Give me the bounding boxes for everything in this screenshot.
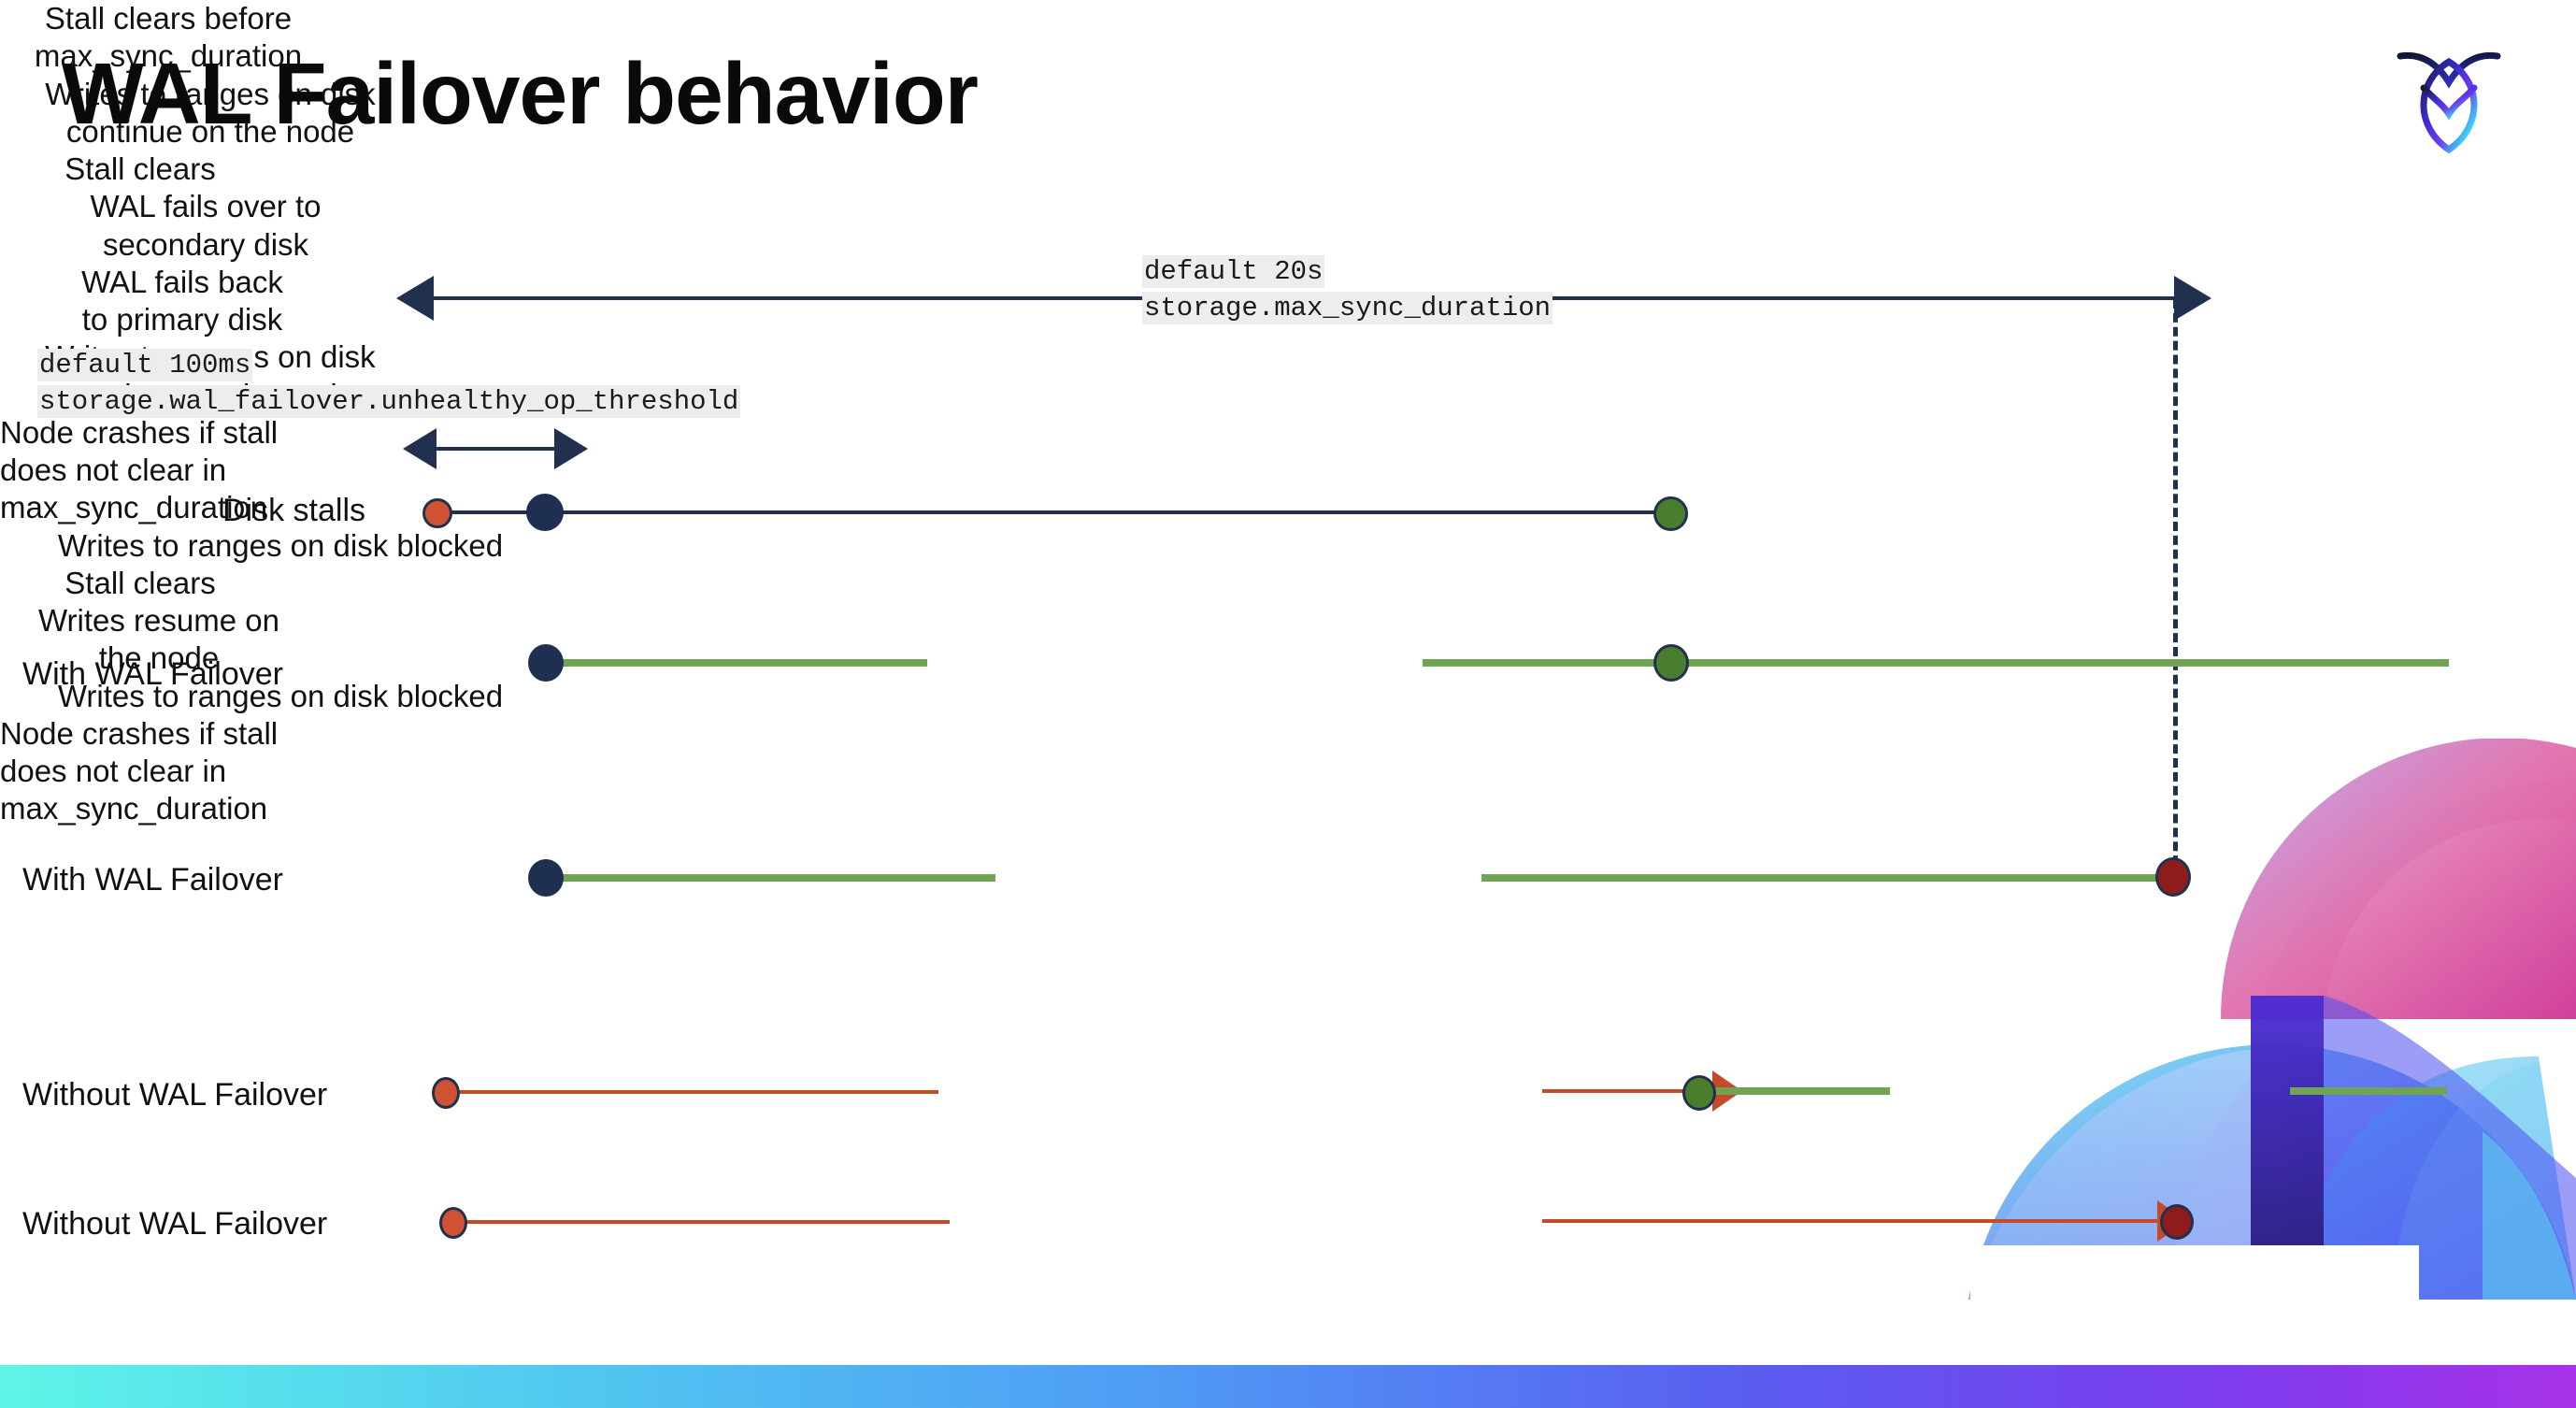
note-writes-blocked-2: Writes to ranges on disk blocked bbox=[0, 678, 561, 715]
note-node-crashes-1: Node crashes if stall does not clear in … bbox=[0, 414, 355, 527]
without-wal-crash-arrow bbox=[1542, 1200, 2187, 1242]
note-line-2: max_sync_duration bbox=[34, 38, 303, 74]
note-wal-fails-back: WAL fails back to primary disk bbox=[0, 264, 365, 339]
max-sync-dashed-guide bbox=[2173, 299, 2178, 879]
disk-stall-start-dot bbox=[422, 498, 452, 528]
without-wal-blocked-line-1 bbox=[456, 1090, 938, 1094]
wal-failover-start-dot-1 bbox=[528, 644, 564, 682]
note-line-1: WAL fails back bbox=[81, 264, 283, 299]
note-line-2: continue on the node bbox=[65, 113, 355, 149]
note-writes-blocked-1: Writes to ranges on disk blocked bbox=[0, 527, 561, 565]
disk-stalls-timeline bbox=[436, 510, 1669, 514]
note-line-1: Node crashes if stall bbox=[0, 715, 279, 751]
row-label-without-wal-failover-1: Without WAL Failover bbox=[22, 1077, 328, 1113]
note-line-1: Writes resume on bbox=[38, 603, 279, 638]
without-wal-stall-clears-dot-1 bbox=[1682, 1075, 1716, 1111]
wal-failover-stall-clears-dot-1 bbox=[1653, 644, 1689, 682]
without-wal-stall-start-dot-2 bbox=[439, 1207, 467, 1239]
note-writes-continue-1: Writes to ranges on disk continue on the… bbox=[0, 76, 421, 151]
page-title: WAL Failover behavior bbox=[62, 45, 979, 142]
without-wal-stall-start-dot-1 bbox=[432, 1077, 460, 1109]
wal-failover-line-left-1 bbox=[542, 659, 927, 667]
wal-failover-start-dot-2 bbox=[528, 859, 564, 897]
note-stall-clears-1: Stall clears bbox=[0, 151, 280, 188]
note-line-1: Node crashes if stall bbox=[0, 414, 279, 450]
note-line-2: secondary disk bbox=[102, 226, 309, 262]
note-line-1: Writes to ranges on disk blocked bbox=[57, 678, 504, 713]
without-wal-resume-line-2 bbox=[2290, 1087, 2447, 1095]
node-crash-dot-1 bbox=[2155, 857, 2191, 897]
disk-stall-clears-dot bbox=[1653, 496, 1688, 531]
note-line-1: Stall clears bbox=[64, 151, 216, 186]
without-wal-resume-line-1 bbox=[1712, 1087, 1890, 1095]
wal-failover-line-left-2 bbox=[542, 874, 995, 882]
without-wal-blocked-line-2 bbox=[464, 1220, 950, 1224]
row-label-with-wal-failover-1: With WAL Failover bbox=[22, 656, 283, 692]
max-sync-default-label: default 20s bbox=[1142, 255, 1325, 288]
cockroachdb-logo bbox=[2393, 34, 2505, 157]
note-line-1: Stall clears before bbox=[44, 1, 293, 36]
note-wal-fails-over: WAL fails over to secondary disk bbox=[0, 188, 411, 264]
note-line-1: Stall clears bbox=[64, 565, 216, 600]
unhealthy-op-span-arrow bbox=[403, 428, 588, 469]
unhealthy-op-threshold-annotation: default 100ms storage.wal_failover.unhea… bbox=[37, 348, 741, 421]
note-line-2: does not clear in bbox=[0, 754, 227, 788]
note-line-1: Writes to ranges on disk blocked bbox=[57, 527, 504, 563]
unhealthy-setting-label: storage.wal_failover.unhealthy_op_thresh… bbox=[37, 384, 741, 418]
unhealthy-default-label: default 100ms bbox=[37, 349, 253, 381]
row-label-with-wal-failover-2: With WAL Failover bbox=[22, 862, 283, 898]
note-node-crashes-2: Node crashes if stall does not clear in … bbox=[0, 715, 393, 828]
row-label-disk-stalls: Disk stalls bbox=[222, 493, 366, 528]
node-crashes-callout-box bbox=[1970, 1245, 2419, 1367]
note-writes-resume: Writes resume on the node bbox=[0, 602, 318, 678]
wal-failover-line-right-2 bbox=[1481, 874, 2173, 882]
max-sync-duration-annotation: default 20s storage.max_sync_duration bbox=[1142, 254, 1553, 327]
row-label-without-wal-failover-2: Without WAL Failover bbox=[22, 1206, 328, 1242]
note-line-2: to primary disk bbox=[81, 302, 283, 337]
wal-failover-line-right-1 bbox=[1423, 659, 2449, 667]
note-line-1: WAL fails over to bbox=[90, 189, 322, 224]
note-line-3: max_sync_duration bbox=[0, 791, 268, 826]
bottom-gradient-bar bbox=[0, 1365, 2576, 1408]
disk-stall-failover-dot bbox=[526, 494, 564, 531]
note-stall-clears-2: Stall clears bbox=[0, 565, 280, 602]
note-line-3: max_sync_duration bbox=[0, 490, 268, 525]
note-line-2: the node bbox=[98, 640, 220, 676]
note-stall-clears-before: Stall clears before max_sync_duration bbox=[0, 0, 336, 76]
note-line-2: does not clear in bbox=[0, 453, 227, 487]
note-line-1: Writes to ranges on disk bbox=[45, 76, 376, 111]
node-crash-dot-2 bbox=[2160, 1204, 2194, 1240]
max-sync-setting-label: storage.max_sync_duration bbox=[1142, 291, 1553, 324]
